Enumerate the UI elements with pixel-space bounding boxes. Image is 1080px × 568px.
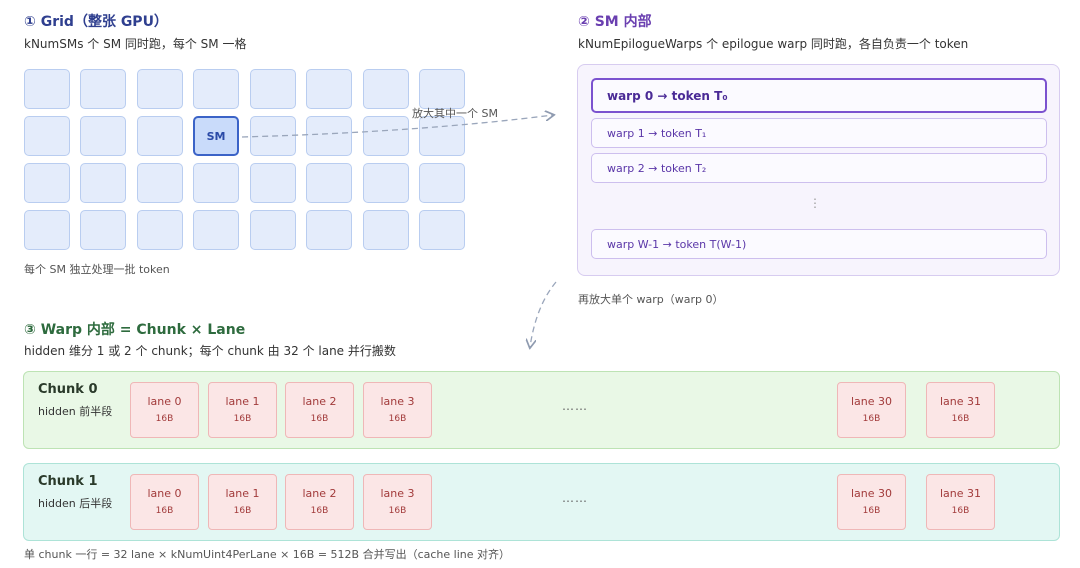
sm-cell bbox=[80, 210, 126, 250]
lane-bytes: 16B bbox=[233, 506, 252, 516]
lane-cell: lane 31 16B bbox=[926, 382, 995, 438]
sm-title: ② SM 内部 bbox=[578, 14, 652, 30]
sm-cell bbox=[306, 210, 352, 250]
lane-name: lane 30 bbox=[850, 395, 893, 408]
sm-cell bbox=[250, 163, 296, 203]
lane-bytes: 16B bbox=[388, 414, 407, 424]
sm-cell bbox=[306, 116, 352, 156]
chunk-name: Chunk 0 bbox=[38, 382, 98, 397]
sm-cell bbox=[24, 163, 70, 203]
lane-cell: lane 3 16B bbox=[363, 474, 432, 530]
sm-cell bbox=[363, 116, 409, 156]
warp-title: ③ Warp 内部 = Chunk × Lane bbox=[24, 322, 246, 338]
sm-cell bbox=[80, 116, 126, 156]
sm-cell bbox=[24, 69, 70, 109]
sm-cell bbox=[193, 163, 239, 203]
sm-cell bbox=[419, 210, 465, 250]
sm-cell bbox=[250, 69, 296, 109]
sm-cell bbox=[419, 163, 465, 203]
lane-name: lane 31 bbox=[939, 395, 982, 408]
lane-name: lane 1 bbox=[225, 395, 260, 408]
lane-cell: lane 0 16B bbox=[130, 474, 199, 530]
grid-footnote: 每个 SM 独立处理一批 token bbox=[24, 263, 170, 276]
lane-bytes: 16B bbox=[310, 506, 329, 516]
sm-cell bbox=[24, 210, 70, 250]
lane-ellipsis: …… bbox=[562, 399, 588, 413]
zoom-warp-arrow bbox=[530, 281, 557, 347]
lane-bytes: 16B bbox=[155, 414, 174, 424]
warp-last: warp W-1 → token T(W-1) bbox=[591, 229, 1047, 259]
warp-1: warp 1 → token T₁ bbox=[591, 118, 1047, 148]
sm-cell bbox=[363, 163, 409, 203]
lane-cell: lane 2 16B bbox=[285, 474, 354, 530]
lane-name: lane 2 bbox=[302, 487, 337, 500]
lane-name: lane 0 bbox=[147, 395, 182, 408]
lane-cell: lane 30 16B bbox=[837, 474, 906, 530]
warp-subtitle: hidden 维分 1 或 2 个 chunk；每个 chunk 由 32 个 … bbox=[24, 344, 396, 358]
lane-ellipsis: …… bbox=[562, 491, 588, 505]
sm-cell bbox=[137, 163, 183, 203]
lane-bytes: 16B bbox=[951, 414, 970, 424]
sm-cell bbox=[250, 210, 296, 250]
lane-bytes: 16B bbox=[862, 506, 881, 516]
lane-bytes: 16B bbox=[233, 414, 252, 424]
chunk-footnote: 单 chunk 一行 = 32 lane × kNumUint4PerLane … bbox=[24, 548, 511, 561]
lane-bytes: 16B bbox=[951, 506, 970, 516]
grid-subtitle: kNumSMs 个 SM 同时跑，每个 SM 一格 bbox=[24, 37, 247, 51]
warp-0: warp 0 → token T₀ bbox=[591, 78, 1047, 113]
lane-name: lane 0 bbox=[147, 487, 182, 500]
zoom-sm-label: 放大其中一个 SM bbox=[412, 107, 498, 120]
sm-cell bbox=[137, 69, 183, 109]
lane-cell: lane 3 16B bbox=[363, 382, 432, 438]
sm-cell bbox=[137, 116, 183, 156]
lane-bytes: 16B bbox=[155, 506, 174, 516]
lane-name: lane 30 bbox=[850, 487, 893, 500]
sm-subtitle: kNumEpilogueWarps 个 epilogue warp 同时跑，各自… bbox=[578, 37, 969, 51]
lane-cell: lane 30 16B bbox=[837, 382, 906, 438]
chunk-desc: hidden 后半段 bbox=[38, 497, 113, 510]
lane-cell: lane 1 16B bbox=[208, 474, 277, 530]
sm-cell-highlighted: SM bbox=[193, 116, 239, 156]
sm-cell bbox=[80, 69, 126, 109]
lane-bytes: 16B bbox=[310, 414, 329, 424]
sm-cell bbox=[306, 163, 352, 203]
sm-cell bbox=[306, 69, 352, 109]
lane-name: lane 31 bbox=[939, 487, 982, 500]
sm-cell bbox=[193, 210, 239, 250]
grid-title: ① Grid（整张 GPU） bbox=[24, 14, 168, 30]
lane-name: lane 1 bbox=[225, 487, 260, 500]
sm-cell bbox=[419, 116, 465, 156]
lane-cell: lane 0 16B bbox=[130, 382, 199, 438]
chunk-name: Chunk 1 bbox=[38, 474, 98, 489]
lane-bytes: 16B bbox=[862, 414, 881, 424]
sm-cell bbox=[193, 69, 239, 109]
lane-cell: lane 1 16B bbox=[208, 382, 277, 438]
lane-name: lane 3 bbox=[380, 395, 415, 408]
lane-name: lane 3 bbox=[380, 487, 415, 500]
sm-cell bbox=[363, 210, 409, 250]
lane-bytes: 16B bbox=[388, 506, 407, 516]
zoom-sm-arrow bbox=[241, 115, 553, 138]
lane-cell: lane 31 16B bbox=[926, 474, 995, 530]
sm-cell bbox=[363, 69, 409, 109]
sm-cell bbox=[80, 163, 126, 203]
zoom-warp-label: 再放大单个 warp（warp 0） bbox=[578, 293, 724, 306]
sm-cell bbox=[24, 116, 70, 156]
sm-cell bbox=[137, 210, 183, 250]
lane-name: lane 2 bbox=[302, 395, 337, 408]
chunk-desc: hidden 前半段 bbox=[38, 405, 113, 418]
warp-2: warp 2 → token T₂ bbox=[591, 153, 1047, 183]
sm-cell bbox=[419, 69, 465, 109]
lane-cell: lane 2 16B bbox=[285, 382, 354, 438]
warp-ellipsis: ⋮ bbox=[809, 196, 821, 210]
